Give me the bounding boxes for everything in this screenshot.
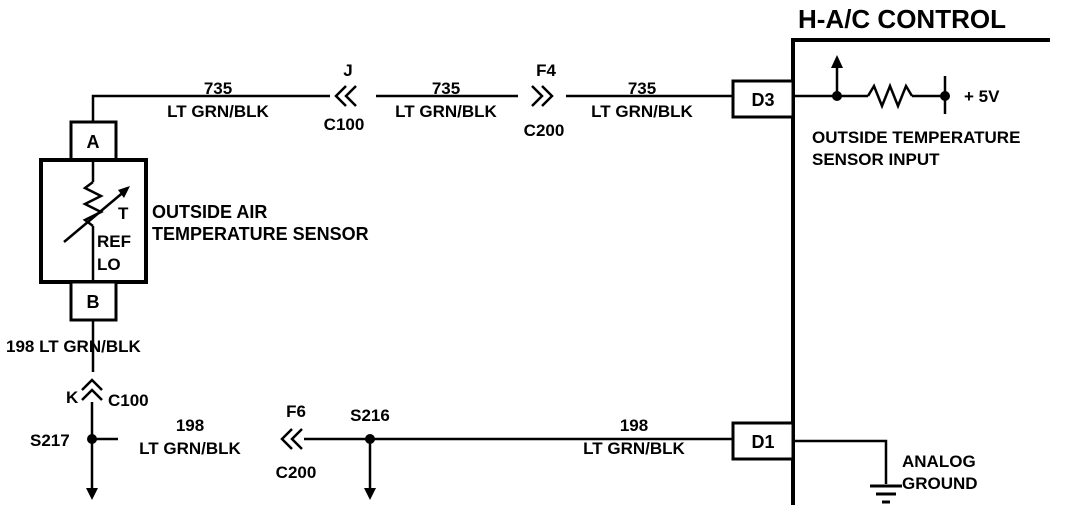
pin-d1-label: D1 — [751, 432, 774, 452]
sensor-ref-label: REF — [97, 232, 131, 251]
internal-node-dot — [832, 91, 842, 101]
supply-node-dot — [940, 91, 950, 101]
sensor-terminal-b-box — [69, 280, 118, 322]
connector-c200-f4-pin: F4 — [536, 61, 556, 80]
internal-pullup-circuit — [793, 55, 947, 114]
sensor-input-label-line1: OUTSIDE TEMPERATURE — [812, 128, 1020, 147]
ground-label-line2: GROUND — [902, 474, 978, 493]
sensor-lo-label: LO — [97, 255, 121, 274]
arrow-down-icon — [86, 488, 98, 500]
wire-735-seg2-color: LT GRN/BLK — [395, 102, 497, 121]
arrow-down-icon — [364, 488, 376, 500]
pin-d3-label: D3 — [751, 90, 774, 110]
thermistor-icon — [63, 160, 130, 282]
wire-735-seg2-circuit: 735 — [432, 79, 460, 98]
pin-d3-box — [731, 79, 795, 119]
ground-label-line1: ANALOG — [902, 452, 976, 471]
wire-198-vertical-label: 198 LT GRN/BLK — [6, 337, 141, 356]
sensor-input-label-line2: SENSOR INPUT — [812, 150, 940, 169]
connector-c100-j-pin: J — [343, 61, 352, 80]
splice-s217-label: S217 — [30, 431, 70, 450]
connector-c200-f4-icon — [531, 85, 554, 107]
sensor-terminal-a-label: A — [87, 132, 100, 152]
connector-c200-f6-name: C200 — [276, 463, 317, 482]
sensor-t-label: T — [118, 204, 129, 223]
wire-198-seg2-circuit: 198 — [620, 416, 648, 435]
wire-198-seg1-color: LT GRN/BLK — [139, 439, 241, 458]
wire-735-seg1-color: LT GRN/BLK — [167, 102, 269, 121]
connector-c100-k-icon — [81, 378, 103, 401]
wire-735-segment-1 — [91, 94, 330, 122]
connector-c200-f6-icon — [280, 428, 303, 450]
splice-s216-label: S216 — [350, 406, 390, 425]
pin-d1-box — [731, 421, 795, 461]
module-title: H-A/C CONTROL — [798, 4, 1006, 34]
wire-735-seg1-circuit: 735 — [204, 79, 232, 98]
sensor-terminal-b-label: B — [87, 292, 100, 312]
connector-c100-j-name: C100 — [324, 115, 365, 134]
connector-c200-f4-name: C200 — [524, 121, 565, 140]
connector-c100-k-name: C100 — [108, 391, 149, 410]
connector-c100-k-pin: K — [66, 388, 79, 407]
wire-735-seg3-circuit: 735 — [628, 79, 656, 98]
wire-735-seg3-color: LT GRN/BLK — [591, 102, 693, 121]
connector-c100-j-icon — [334, 85, 357, 107]
module-boundary — [791, 38, 1050, 505]
sensor-name-line2: TEMPERATURE SENSOR — [152, 224, 369, 244]
connector-c200-f6-pin: F6 — [286, 402, 306, 421]
sensor-name-line1: OUTSIDE AIR — [152, 202, 267, 222]
wire-198-seg1-circuit: 198 — [176, 416, 204, 435]
wire-198-seg2-color: LT GRN/BLK — [583, 439, 685, 458]
ground-icon — [793, 439, 902, 504]
supply-label: + 5V — [964, 87, 1000, 106]
